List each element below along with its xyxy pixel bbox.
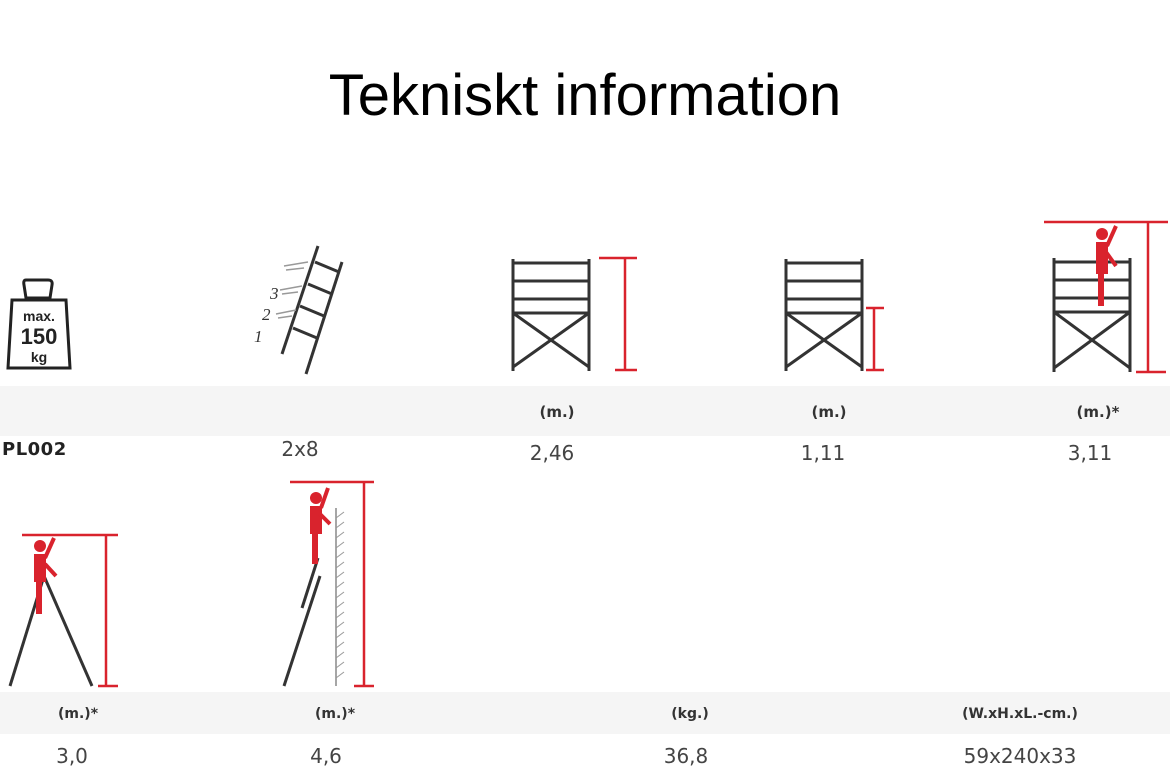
unit-stepladder-height: (m.)* [57, 706, 99, 722]
unit-leaning-height: (m.)* [314, 706, 356, 722]
value-working-height: 3,11 [1067, 441, 1113, 465]
unit-working-height: (m.)* [1076, 403, 1120, 421]
scaffold-base-height-icon [784, 259, 884, 372]
value-scaffold-height: 2,46 [529, 441, 575, 465]
step-1-label: 1 [254, 327, 263, 346]
value-weight: 36,8 [663, 744, 709, 768]
leaning-ladder-working-height-icon [282, 480, 374, 688]
value-leaning-height: 4,6 [310, 744, 342, 768]
scaffold-working-height-icon [1044, 220, 1168, 374]
row2-unit-band [0, 692, 1170, 734]
unit-base-height: (m.) [811, 403, 847, 421]
value-dimensions: 59x240x33 [963, 744, 1077, 768]
value-base-height: 1,11 [800, 441, 846, 465]
page-title: Tekniskt information [328, 63, 842, 128]
step-3-label: 3 [269, 284, 279, 303]
weight-value-label: 150 [21, 324, 58, 349]
stepladder-working-height-icon [8, 533, 118, 688]
ladder-steps-icon: 3 2 1 [254, 245, 344, 375]
unit-weight: (kg.) [671, 706, 709, 722]
max-weight-icon: max. 150 kg [6, 278, 72, 370]
value-stepladder-height: 3,0 [56, 744, 88, 768]
scaffold-full-height-icon [511, 256, 637, 372]
weight-unit-label: kg [31, 349, 47, 365]
unit-dimensions: (W.xH.xL.-cm.) [962, 706, 1078, 722]
weight-max-label: max. [23, 308, 55, 324]
value-steps: 2x8 [281, 437, 319, 461]
row1-unit-band [0, 386, 1170, 436]
model-code: PL002 [2, 439, 67, 460]
unit-scaffold-height: (m.) [539, 403, 575, 421]
step-2-label: 2 [262, 305, 271, 324]
